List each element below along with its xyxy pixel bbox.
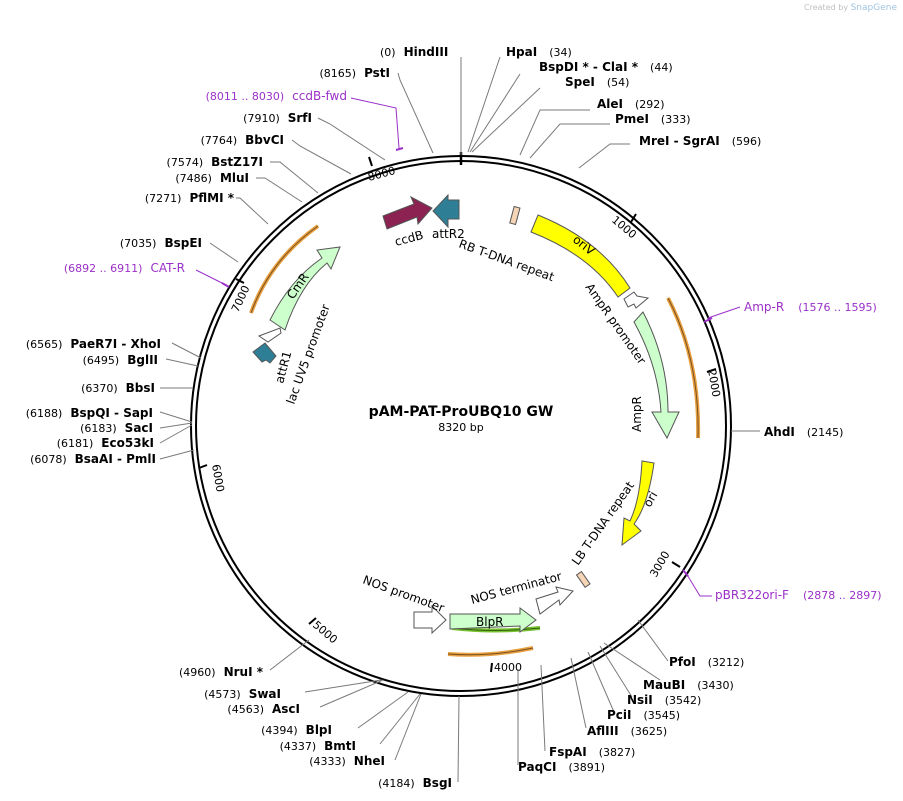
- primer-labels: (8011 .. 8030)ccdB-fwd (6892 .. 6911)CAT…: [64, 89, 882, 602]
- site-ahdi: AhdI(2145): [764, 425, 843, 439]
- feature-shapes: [252, 193, 680, 635]
- primer-pBR322ori-F: pBR322ori-F(2878 .. 2897): [715, 588, 882, 602]
- site-spei: SpeI(54): [565, 75, 629, 89]
- lb-repeat-feature: [575, 570, 591, 588]
- site-bbvci: (7764)BbvCI: [201, 133, 284, 147]
- cmR-feature: [269, 246, 341, 331]
- attR2-feature: [432, 193, 460, 229]
- lac-uv5-feature: [257, 327, 282, 343]
- site-nrui: (4960)NruI *: [179, 665, 264, 679]
- ruler-label-7000: 7000: [229, 283, 253, 314]
- primer-marks: [195, 97, 741, 597]
- primer-Amp-R: Amp-R(1576 .. 1595): [744, 300, 877, 314]
- nos-promoter-feature: [413, 604, 447, 635]
- primer-arcs: [249, 224, 701, 657]
- site-bglii: (6495)BglII: [83, 353, 158, 367]
- site-hindiii: (0)HindIII: [380, 45, 448, 59]
- site-labels: (0)HindIII HpaI(34) BspDI * - ClaI *(44)…: [26, 45, 844, 790]
- site-bbsi: (6370)BbsI: [81, 381, 155, 395]
- site-paqci: PaqCI(3891): [518, 760, 605, 774]
- site-bmti: (4337)BmtI: [280, 739, 356, 753]
- site-leaders: [159, 56, 760, 783]
- ruler-label-2000: 2000: [705, 368, 723, 398]
- site-eco53ki: (6181)Eco53kI: [57, 436, 154, 450]
- site-afliii: AflIII(3625): [587, 724, 667, 738]
- site-swai: (4573)SwaI: [204, 687, 281, 701]
- site-srfi: (7910)SrfI: [243, 111, 312, 125]
- blpR-label: BlpR: [476, 615, 504, 629]
- site-pfoi: PfoI(3212): [669, 655, 744, 669]
- site-nsii: NsiI(3542): [627, 693, 701, 707]
- ccdB-label: ccdB: [393, 228, 425, 249]
- blpR-feature: [449, 607, 537, 633]
- site-hpai: HpaI(34): [506, 45, 572, 59]
- site-mrei-sgrai: MreI - SgrAI(596): [639, 134, 761, 148]
- site-pflmi: (7271)PflMI *: [145, 191, 235, 205]
- site-bstz17i: (7574)BstZ17I: [167, 155, 263, 169]
- ruler-label-3000: 3000: [647, 549, 672, 580]
- nos-promoter-label: NOS promoter: [361, 573, 446, 615]
- site-asci: (4563)AscI: [227, 702, 300, 716]
- created-by-credit: Created by SnapGene: [804, 3, 897, 13]
- site-fspai: FspAI(3827): [549, 745, 635, 759]
- ampr-promoter-feature: [623, 291, 650, 309]
- ruler-label-5000: 5000: [310, 618, 340, 646]
- site-bspdi-clai: BspDI * - ClaI *(44): [539, 60, 673, 74]
- oriV-feature: [530, 214, 631, 298]
- plasmid-size: 8320 bp: [438, 421, 483, 434]
- site-bspqi-sapi: (6188)BspQI - SapI: [26, 406, 153, 420]
- site-psti: (8165)PstI: [319, 66, 390, 80]
- nos-terminator-feature: [535, 586, 574, 615]
- site-blpi: (4394)BlpI: [261, 723, 332, 737]
- site-paer7i-xhoi: (6565)PaeR7I - XhoI: [26, 337, 161, 351]
- ampR-label: AmpR: [630, 396, 644, 432]
- site-maubi: MauBI(3430): [643, 678, 734, 692]
- site-alei: AleI(292): [597, 97, 665, 111]
- primer-CAT-R: (6892 .. 6911)CAT-R: [64, 261, 185, 275]
- site-mlui: (7486)MluI: [175, 171, 249, 185]
- attR2-label: attR2: [432, 227, 465, 241]
- site-pcii: PciI(3545): [607, 708, 680, 722]
- site-saci: (6183)SacI: [80, 421, 153, 435]
- rb-repeat-feature: [509, 205, 521, 226]
- ruler-label-6000: 6000: [209, 463, 227, 493]
- attR1-feature: [252, 342, 277, 364]
- ccdB-feature: [382, 195, 433, 230]
- site-bspei: (7035)BspEI: [120, 236, 202, 250]
- site-bsaai-pmli: (6078)BsaAI - PmlI: [30, 452, 156, 466]
- ori-feature: [621, 460, 655, 547]
- site-nhei: (4333)NheI: [309, 754, 385, 768]
- ruler-ticks: [198, 156, 717, 673]
- site-pmei: PmeI(333): [615, 112, 691, 126]
- ruler-labels: 1000 2000 3000 4000 5000 6000 7000 8000: [209, 164, 723, 674]
- ruler-label-8000: 8000: [366, 164, 396, 184]
- snapgene-brand: SnapGene: [850, 3, 897, 13]
- site-bsgi: (4184)BsgI: [378, 776, 452, 790]
- plasmid-name: pAM-PAT-ProUBQ10 GW: [369, 404, 554, 420]
- ori-label: ori: [640, 489, 660, 510]
- rb-repeat-label: RB T-DNA repeat: [457, 237, 556, 285]
- ruler-label-4000: 4000: [494, 661, 522, 674]
- primer-ccdB-fwd: (8011 .. 8030)ccdB-fwd: [206, 89, 347, 103]
- ampR-feature: [633, 311, 680, 440]
